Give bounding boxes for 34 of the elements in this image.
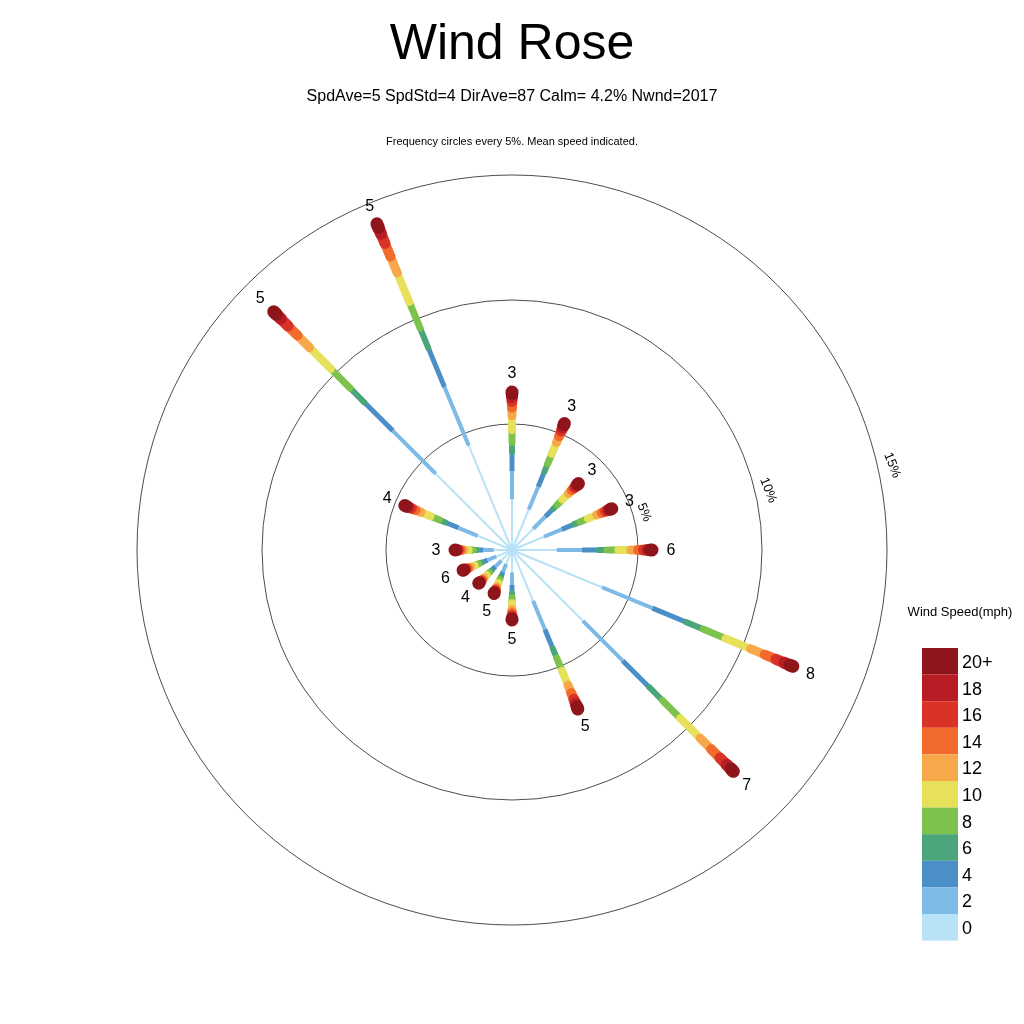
mean-speed-label: 5 <box>482 602 492 619</box>
ring-label: 15% <box>882 450 904 480</box>
legend-label: 14 <box>962 732 983 751</box>
mean-speed-label: 6 <box>441 569 450 586</box>
mean-speed-label: 6 <box>666 542 676 558</box>
legend-label: 20+ <box>962 653 993 671</box>
mean-speed-label: 5 <box>365 198 375 215</box>
mean-speed-label: 3 <box>567 397 577 414</box>
legend-label: 4 <box>962 865 972 884</box>
mean-speed-label: 7 <box>742 776 752 793</box>
mean-speed-label: 8 <box>805 665 815 682</box>
mean-speed-label: 5 <box>580 718 590 735</box>
legend-label: 8 <box>962 812 972 831</box>
legend-label: 18 <box>962 679 983 698</box>
mean-speed-label: 3 <box>587 462 597 479</box>
legend-label: 0 <box>962 919 972 937</box>
ring-label: 5% <box>635 500 655 524</box>
chart-title: Wind Rose <box>389 17 635 67</box>
stats-text: SpdAve=5 SpdStd=4 DirAve=87 Calm= 4.2% Nwnd=2017 <box>306 88 718 104</box>
mean-speed-label: 4 <box>382 490 392 507</box>
legend-label: 10 <box>962 786 983 804</box>
mean-speed-label: 5 <box>255 290 265 307</box>
legend-label: 6 <box>962 839 972 858</box>
legend-label: 2 <box>962 892 972 911</box>
ring-label: 10% <box>758 475 780 505</box>
legend-title: Wind Speed(mph) <box>907 604 1013 618</box>
legend-label: 16 <box>962 706 983 725</box>
mean-speed-label: 3 <box>507 365 517 381</box>
mean-speed-label: 3 <box>624 493 634 510</box>
legend-label: 12 <box>962 759 983 778</box>
mean-speed-label: 3 <box>431 542 441 558</box>
mean-speed-label: 5 <box>507 631 517 647</box>
mean-speed-label: 4 <box>460 588 470 605</box>
subtitle-text: Frequency circles every 5%. Mean speed indicated. <box>386 135 638 147</box>
